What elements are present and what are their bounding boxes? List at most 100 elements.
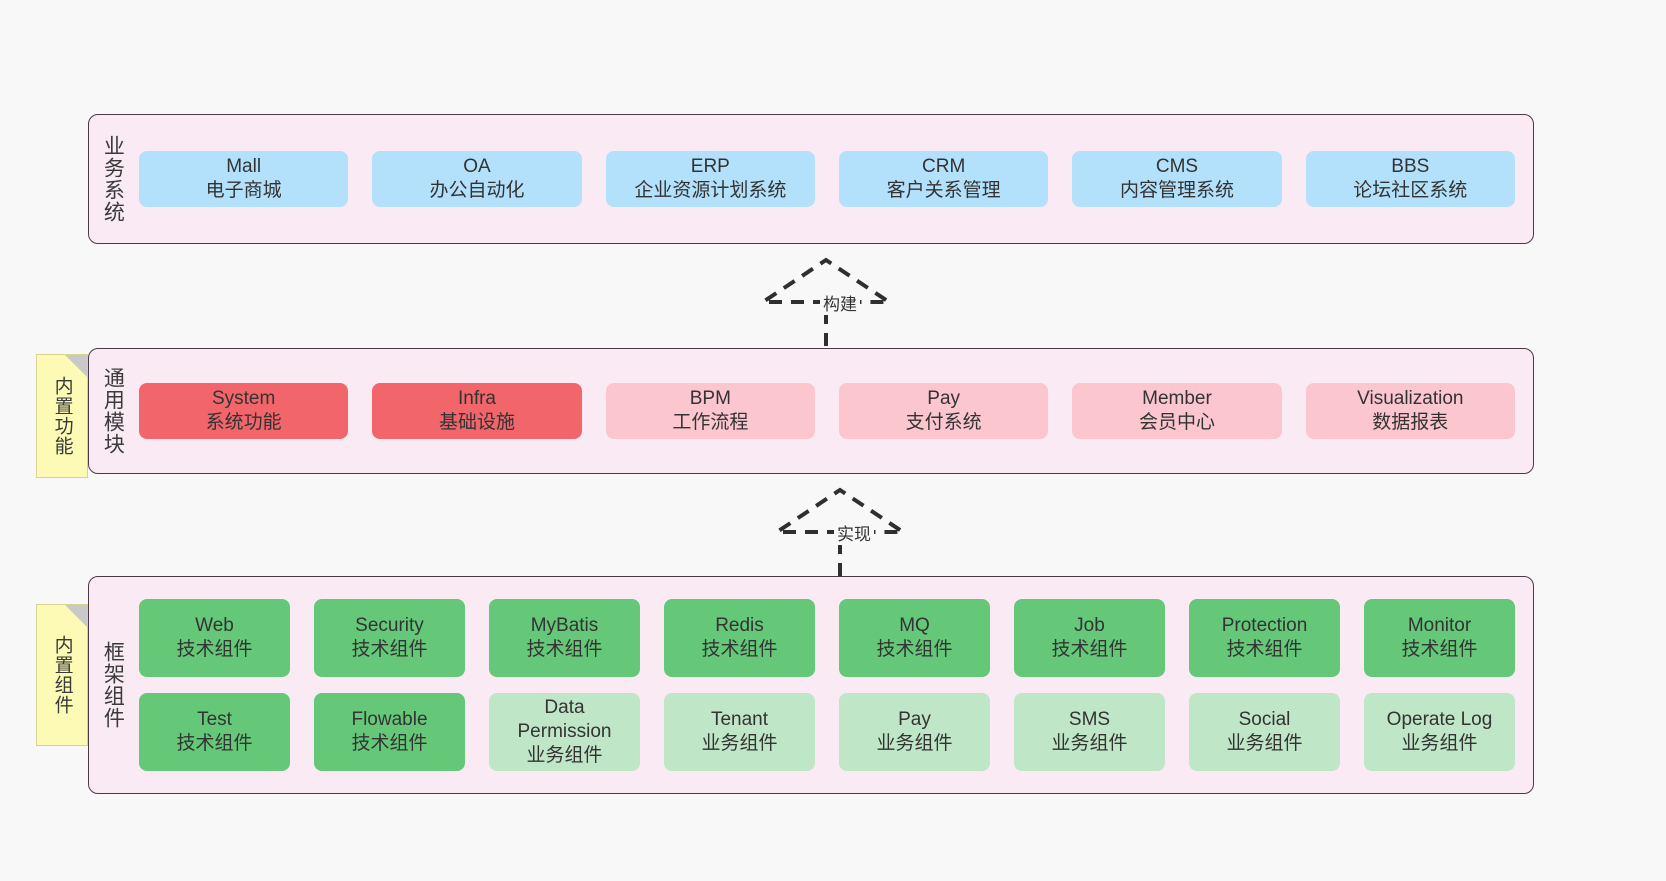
node-desc: 基础设施 (438, 412, 515, 433)
node-erp[interactable]: ERP 企业资源计划系统 (605, 150, 815, 208)
node-monitor[interactable]: Monitor 技术组件 (1364, 599, 1515, 677)
node-web[interactable]: Web 技术组件 (139, 599, 290, 677)
node-mq[interactable]: MQ 技术组件 (839, 599, 990, 677)
node-desc: 技术组件 (176, 639, 253, 660)
layer-body-framework-component: Web 技术组件 Security 技术组件 MyBatis 技术组件 Redi… (135, 577, 1533, 793)
node-mall[interactable]: Mall 电子商城 (139, 150, 349, 208)
node-cms[interactable]: CMS 内容管理系统 (1072, 150, 1282, 208)
node-row: System 系统功能 Infra 基础设施 BPM 工作流程 Pay 支付系统… (139, 382, 1515, 440)
node-desc: 技术组件 (1226, 639, 1303, 660)
node-name: Social (1238, 708, 1291, 730)
node-desc: 工作流程 (672, 412, 749, 433)
layer-common-module: 通用模块 System 系统功能 Infra 基础设施 BPM 工作流程 Pay… (88, 348, 1534, 474)
layer-title-business: 业务系统 (101, 135, 125, 223)
node-system[interactable]: System 系统功能 (139, 382, 349, 440)
layer-title-common-module: 通用模块 (101, 367, 125, 455)
node-name: Tenant (710, 708, 769, 730)
node-infra[interactable]: Infra 基础设施 (372, 382, 582, 440)
node-desc: 业务组件 (701, 733, 778, 754)
node-social[interactable]: Social 业务组件 (1189, 693, 1340, 771)
note-builtin-function: 内置功能 (36, 354, 88, 478)
note-fold-corner-icon (65, 605, 87, 627)
note-fold-corner-icon (65, 355, 87, 377)
node-bpm[interactable]: BPM 工作流程 (605, 382, 815, 440)
node-operate-log[interactable]: Operate Log 业务组件 (1364, 693, 1515, 771)
node-name: Security (355, 614, 424, 636)
node-name: MQ (899, 614, 930, 636)
connector-implement: 实现 (770, 486, 922, 576)
node-name: ERP (690, 155, 730, 177)
node-flowable[interactable]: Flowable 技术组件 (314, 693, 465, 771)
node-desc: 技术组件 (351, 733, 428, 754)
node-crm[interactable]: CRM 客户关系管理 (838, 150, 1049, 208)
node-name: Web (195, 614, 234, 636)
node-desc: 企业资源计划系统 (634, 180, 787, 201)
node-desc: 系统功能 (205, 412, 282, 433)
node-visualization[interactable]: Visualization 数据报表 (1305, 382, 1515, 440)
node-desc: 技术组件 (876, 639, 953, 660)
node-desc: 客户关系管理 (886, 180, 1001, 201)
node-name: Data Permission (517, 696, 612, 742)
node-sms[interactable]: SMS 业务组件 (1014, 693, 1165, 771)
node-name: Job (1074, 614, 1105, 636)
layer-framework-component: 框架组件 Web 技术组件 Security 技术组件 MyBatis 技术组件… (88, 576, 1534, 794)
node-desc: 业务组件 (526, 745, 603, 767)
node-name: SMS (1068, 708, 1111, 730)
node-desc: 业务组件 (1051, 733, 1128, 754)
node-desc: 技术组件 (1051, 639, 1128, 660)
node-name: Test (197, 708, 232, 730)
node-desc: 技术组件 (351, 639, 428, 660)
node-mybatis[interactable]: MyBatis 技术组件 (489, 599, 640, 677)
dashed-hollow-arrow-up-icon (770, 487, 910, 576)
layer-body-common-module: System 系统功能 Infra 基础设施 BPM 工作流程 Pay 支付系统… (135, 349, 1533, 473)
node-name: Pay (927, 387, 961, 409)
node-desc: 业务组件 (1401, 733, 1478, 754)
node-desc: 办公自动化 (429, 180, 525, 201)
node-bbs[interactable]: BBS 论坛社区系统 (1305, 150, 1515, 208)
node-name: MyBatis (530, 614, 599, 636)
node-job[interactable]: Job 技术组件 (1014, 599, 1165, 677)
note-builtin-component: 内置组件 (36, 604, 88, 746)
node-row: Web 技术组件 Security 技术组件 MyBatis 技术组件 Redi… (139, 599, 1515, 677)
node-name: Operate Log (1386, 708, 1493, 730)
node-name: BBS (1391, 155, 1430, 177)
node-desc: 内容管理系统 (1119, 180, 1234, 201)
node-name: System (211, 387, 276, 409)
node-desc: 技术组件 (526, 639, 603, 660)
node-oa[interactable]: OA 办公自动化 (372, 150, 582, 208)
node-desc: 技术组件 (176, 733, 253, 754)
node-pay-component[interactable]: Pay 业务组件 (839, 693, 990, 771)
node-member[interactable]: Member 会员中心 (1072, 382, 1282, 440)
node-name: Flowable (351, 708, 428, 730)
node-name: Infra (457, 387, 496, 409)
node-name: OA (463, 155, 491, 177)
note-label: 内置功能 (51, 376, 73, 456)
layer-body-business: Mall 电子商城 OA 办公自动化 ERP 企业资源计划系统 CRM 客户关系… (135, 115, 1533, 243)
node-desc: 论坛社区系统 (1353, 180, 1468, 201)
node-desc: 会员中心 (1138, 412, 1215, 433)
node-desc: 电子商城 (205, 180, 282, 201)
node-desc: 技术组件 (701, 639, 778, 660)
node-test[interactable]: Test 技术组件 (139, 693, 290, 771)
node-name: CMS (1155, 155, 1199, 177)
node-data-permission[interactable]: Data Permission 业务组件 (489, 693, 640, 771)
node-name: Visualization (1357, 387, 1464, 409)
dashed-hollow-arrow-up-icon (756, 257, 896, 346)
node-name: Protection (1221, 614, 1308, 636)
node-name: Redis (715, 614, 764, 636)
node-tenant[interactable]: Tenant 业务组件 (664, 693, 815, 771)
node-row: Mall 电子商城 OA 办公自动化 ERP 企业资源计划系统 CRM 客户关系… (139, 150, 1515, 208)
node-redis[interactable]: Redis 技术组件 (664, 599, 815, 677)
node-security[interactable]: Security 技术组件 (314, 599, 465, 677)
node-protection[interactable]: Protection 技术组件 (1189, 599, 1340, 677)
connector-build: 构建 (756, 256, 908, 346)
node-desc: 支付系统 (905, 412, 982, 433)
node-name: Monitor (1407, 614, 1472, 636)
node-desc: 技术组件 (1401, 639, 1478, 660)
node-name: BPM (689, 387, 731, 409)
node-name: Mall (226, 155, 262, 177)
node-pay[interactable]: Pay 支付系统 (838, 382, 1049, 440)
node-name: Pay (898, 708, 931, 730)
layer-title-framework-component: 框架组件 (101, 641, 125, 729)
